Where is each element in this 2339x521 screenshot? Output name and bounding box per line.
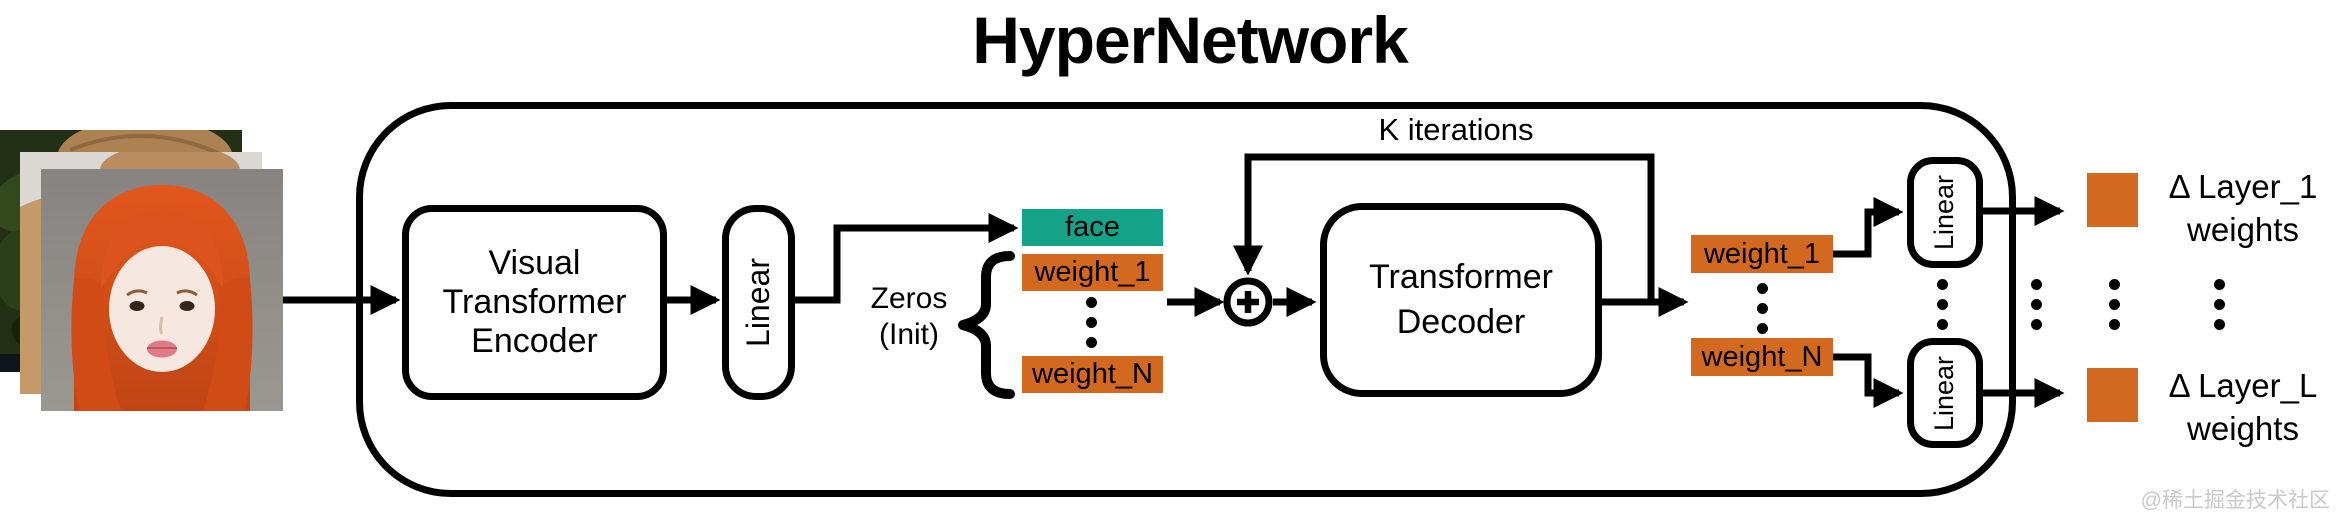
encoder-label: Visual Transformer Encoder bbox=[443, 244, 627, 361]
delta-layer-1-square bbox=[2087, 173, 2138, 227]
vertical-dots-input-tokens bbox=[1086, 297, 1097, 348]
visual-transformer-encoder-block: Visual Transformer Encoder bbox=[402, 205, 667, 400]
linear-label: Linear bbox=[1929, 355, 1960, 431]
delta-layer-1-line2: weights bbox=[2187, 211, 2299, 248]
decoder-label-line2: Decoder bbox=[1396, 303, 1526, 341]
delta-layer-1-line1: Δ Layer_1 bbox=[2168, 168, 2318, 205]
orange-hair-portrait-image bbox=[41, 169, 283, 411]
linear-label: Linear bbox=[1929, 174, 1960, 251]
delta-layer-1-label: Δ Layer_1 weights bbox=[2148, 165, 2338, 251]
decoder-label-line1: Transformer bbox=[1369, 258, 1553, 296]
arrow-weightN-to-linear-bottom bbox=[1833, 353, 1904, 408]
delta-layer-L-line1: Δ Layer_L bbox=[2168, 367, 2318, 404]
token-weight-N-input: weight_N bbox=[1022, 356, 1163, 393]
token-face: face bbox=[1022, 209, 1163, 246]
add-icon bbox=[1223, 277, 1273, 327]
feedback-loop-k-iterations bbox=[1233, 153, 1655, 302]
input-photo-front bbox=[41, 169, 283, 411]
decoder-label: Transformer Decoder bbox=[1369, 255, 1553, 345]
vertical-dots-output-arrows bbox=[2031, 279, 2042, 330]
zeros-label-line2: (Init) bbox=[879, 318, 939, 351]
transformer-decoder-block: Transformer Decoder bbox=[1320, 203, 1602, 397]
arrow-linear-to-face-token bbox=[795, 213, 1019, 304]
k-iterations-label: K iterations bbox=[1378, 112, 1534, 147]
arrow-weight1-to-linear-top bbox=[1833, 197, 1904, 258]
token-weight-N-output: weight_N bbox=[1691, 338, 1833, 376]
token-weight-1-input: weight_1 bbox=[1022, 254, 1163, 291]
linear-head-bottom-block: Linear bbox=[1907, 338, 1983, 448]
delta-layer-L-square bbox=[2087, 368, 2138, 422]
encoder-label-line1: Visual bbox=[488, 244, 581, 282]
linear-head-top-block: Linear bbox=[1907, 157, 1983, 268]
vertical-dots-delta-squares bbox=[2109, 279, 2120, 330]
encoder-label-line2: Transformer bbox=[442, 283, 627, 321]
delta-layer-L-line2: weights bbox=[2187, 410, 2299, 447]
delta-layer-L-label: Δ Layer_L weights bbox=[2148, 364, 2338, 450]
zeros-label-line1: Zeros bbox=[870, 282, 948, 315]
encoder-label-line3: Encoder bbox=[471, 322, 598, 360]
watermark: @稀土掘金技术社区 bbox=[2140, 489, 2330, 512]
vertical-dots-linear-heads bbox=[1937, 279, 1948, 330]
diagram-title: HyperNetwork bbox=[972, 3, 1408, 77]
zeros-init-label: Zeros (Init) bbox=[829, 281, 989, 353]
token-weight-1-output: weight_1 bbox=[1691, 235, 1833, 273]
linear-label: Linear bbox=[740, 258, 777, 347]
vertical-dots-delta-labels bbox=[2214, 279, 2225, 330]
vertical-dots-output-tokens bbox=[1757, 283, 1768, 334]
brace-icon bbox=[958, 251, 1015, 399]
linear-projection-block: Linear bbox=[722, 205, 795, 400]
